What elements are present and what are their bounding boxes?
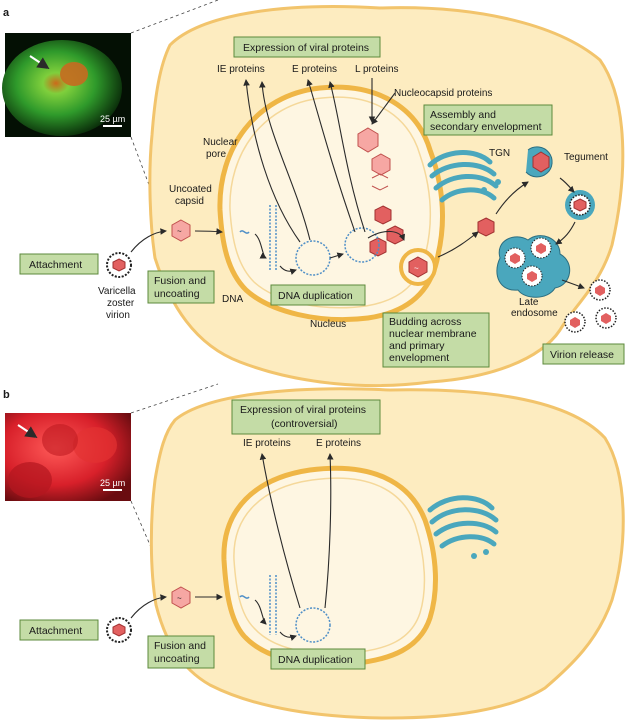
micrograph-a: 25 µm [2, 33, 131, 137]
arrows-b [130, 453, 334, 641]
dna-duplication-box-a: DNA duplication [270, 284, 366, 306]
ie-proteins-label-b: IE proteins [243, 438, 291, 449]
svg-text:Expression of viral proteins: Expression of viral proteins [240, 404, 366, 416]
svg-text:secondary envelopment: secondary envelopment [430, 121, 542, 133]
dna-b [239, 575, 331, 643]
dna-label: DNA [222, 294, 243, 305]
virion-label: Varicella [98, 286, 136, 297]
l-proteins-label-a: L proteins [355, 64, 399, 75]
enveloped-virion-a [565, 190, 595, 220]
uncoated-capsid-b: ~ [171, 586, 191, 609]
dna-duplication-box-b: DNA duplication [270, 648, 366, 670]
uncoated-capsid-a: ~ [171, 219, 191, 242]
svg-text:uncoating: uncoating [154, 288, 200, 300]
tegument-capsid [525, 146, 553, 178]
expression-box-b: Expression of viral proteins (controvers… [231, 399, 381, 435]
svg-text:Virion release: Virion release [550, 349, 614, 361]
virion-label-3: virion [106, 310, 130, 321]
tgn-label: TGN [489, 148, 510, 159]
svg-text:Fusion and: Fusion and [154, 640, 206, 652]
golgi-b [427, 495, 499, 559]
assembly-box: Assembly and secondary envelopment [423, 104, 553, 136]
fusion-box-b: Fusion and uncoating [147, 635, 215, 669]
svg-text:(controversial): (controversial) [271, 418, 338, 430]
tegument-label: Tegument [564, 152, 608, 163]
svg-text:~: ~ [177, 594, 182, 603]
uncoated-capsid-label: Uncoated [169, 184, 212, 195]
fusion-box-a: Fusion and uncoating [147, 270, 215, 304]
late-endosome [496, 235, 570, 298]
svg-text:nuclear membrane: nuclear membrane [389, 328, 477, 340]
late-endosome-label-2: endosome [511, 308, 558, 319]
panel-b-letter: b [3, 389, 10, 401]
nuclear-pore-label-2: pore [206, 149, 226, 160]
svg-text:Attachment: Attachment [29, 259, 82, 271]
expression-box-a: Expression of viral proteins [233, 36, 381, 58]
scale-bar-label: 25 µm [100, 114, 125, 124]
svg-text:~: ~ [414, 264, 419, 273]
nucleus-b [221, 465, 438, 668]
arrow-indicator [29, 55, 50, 69]
released-virions [564, 279, 617, 333]
golgi-tgn-a [427, 150, 501, 203]
panel-a-letter: a [3, 7, 10, 19]
ie-proteins-label-a: IE proteins [217, 64, 265, 75]
svg-text:uncoating: uncoating [154, 653, 200, 665]
capsids-in-nucleus [369, 205, 404, 257]
svg-text:~: ~ [177, 227, 182, 236]
arrows-a [130, 78, 585, 290]
e-proteins-label-a: E proteins [292, 64, 337, 75]
virion-a [106, 252, 132, 278]
nucleocapsid-hexagons [357, 127, 391, 191]
nucleus-label: Nucleus [310, 319, 346, 330]
nuclear-pore-label: Nuclear [203, 137, 238, 148]
e-proteins-label-b: E proteins [316, 438, 361, 449]
svg-text:Assembly and: Assembly and [430, 109, 496, 121]
svg-text:and primary: and primary [389, 340, 445, 352]
svg-text:DNA duplication: DNA duplication [278, 654, 353, 666]
svg-text:DNA duplication: DNA duplication [278, 290, 353, 302]
svg-text:Budding across: Budding across [389, 316, 461, 328]
arrow-indicator-b [17, 424, 38, 438]
micrograph-b: 25 µm [5, 413, 131, 501]
uncoated-capsid-label-2: capsid [175, 196, 204, 207]
svg-text:Attachment: Attachment [29, 625, 82, 637]
attachment-box-b: Attachment [19, 619, 99, 641]
svg-text:envelopment: envelopment [389, 352, 449, 364]
budding-box: Budding across nuclear membrane and prim… [382, 312, 490, 368]
nucleocapsid-proteins-label: Nucleocapsid proteins [394, 88, 492, 99]
free-capsid-a [477, 217, 495, 237]
attachment-box-a: Attachment [19, 253, 99, 275]
svg-text:Fusion and: Fusion and [154, 275, 206, 287]
virion-release-box: Virion release [542, 343, 625, 365]
virion-b [106, 617, 132, 643]
budding-vesicle: ~ [399, 248, 437, 286]
scale-bar-label-b: 25 µm [100, 478, 125, 488]
virion-label-2: zoster [107, 298, 135, 309]
svg-text:Expression of viral proteins: Expression of viral proteins [243, 42, 369, 54]
late-endosome-label: Late [519, 297, 539, 308]
